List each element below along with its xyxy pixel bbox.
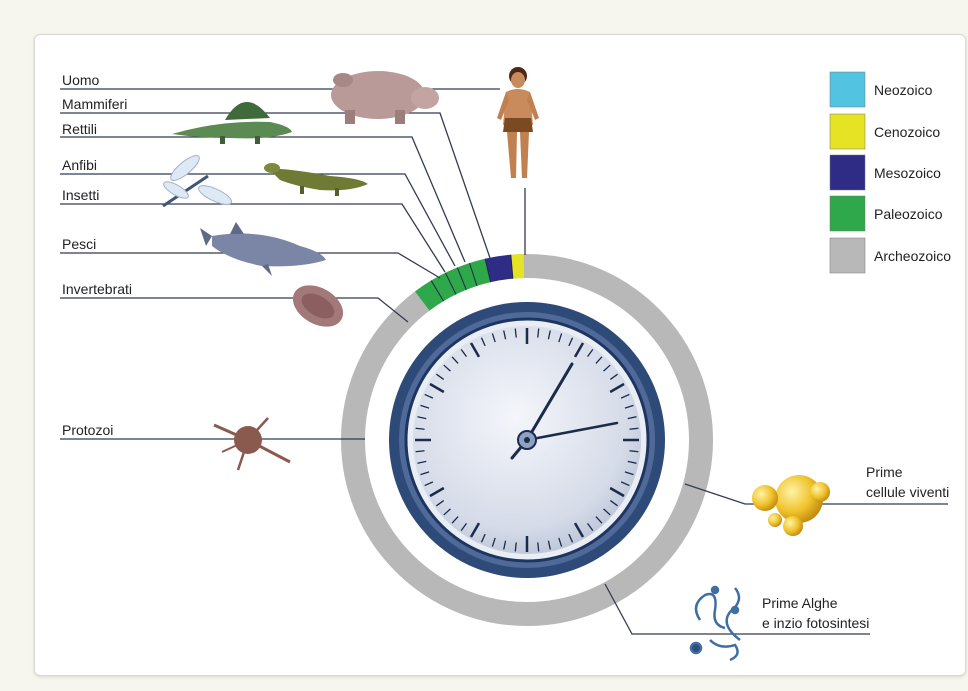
label-prime-alghe-line1: Prime Alghe	[762, 595, 838, 611]
dimetrodon-reptile-icon	[172, 102, 292, 144]
label-anfibi: Anfibi	[62, 157, 97, 173]
label-protozoi: Protozoi	[62, 422, 113, 438]
clock	[379, 292, 675, 588]
label-uomo: Uomo	[62, 72, 100, 88]
label-mammiferi: Mammiferi	[62, 96, 127, 112]
legend-item-archeozoico: Archeozoico	[830, 238, 951, 273]
label-invertebrati: Invertebrati	[62, 281, 132, 297]
legend-swatch	[830, 196, 865, 231]
legend-item-mesozoico: Mesozoico	[830, 155, 941, 190]
legend-swatch	[830, 238, 865, 273]
legend-item-neozoico: Neozoico	[830, 72, 933, 107]
legend-label: Neozoico	[874, 82, 933, 98]
legend-label: Archeozoico	[874, 248, 951, 264]
protozoan-icon	[214, 418, 290, 470]
algae-icon	[691, 587, 740, 660]
ring-paleozoico	[422, 270, 488, 301]
clock-pivot-center	[524, 437, 530, 443]
hippo-like-mammal-icon	[331, 71, 439, 124]
label-prime-alghe-line2: e inzio fotosintesi	[762, 615, 869, 631]
legend-label: Cenozoico	[874, 124, 940, 140]
trilobite-icon	[286, 277, 351, 335]
legend-swatch	[830, 72, 865, 107]
human-figure-icon	[497, 67, 539, 178]
ring-mesozoico	[488, 267, 512, 271]
legend-label: Mesozoico	[874, 165, 941, 181]
legend: Neozoico Cenozoico Mesozoico Paleozoico …	[830, 72, 951, 273]
ring-cenozoico	[512, 266, 524, 267]
legend-item-cenozoico: Cenozoico	[830, 114, 940, 149]
legend-item-paleozoico: Paleozoico	[830, 196, 943, 231]
leader-invertebrati	[60, 298, 408, 322]
amphibian-lizard-icon	[264, 163, 368, 196]
legend-swatch	[830, 155, 865, 190]
label-prime-cellule-line1: Prime	[866, 464, 903, 480]
cell-cluster-icon	[752, 475, 830, 536]
legend-swatch	[830, 114, 865, 149]
legend-label: Paleozoico	[874, 206, 943, 222]
label-prime-cellule-line2: cellule viventi	[866, 484, 949, 500]
label-insetti: Insetti	[62, 187, 99, 203]
label-rettili: Rettili	[62, 121, 97, 137]
fish-icon	[200, 222, 326, 276]
dragonfly-insect-icon	[161, 152, 233, 208]
label-pesci: Pesci	[62, 236, 96, 252]
